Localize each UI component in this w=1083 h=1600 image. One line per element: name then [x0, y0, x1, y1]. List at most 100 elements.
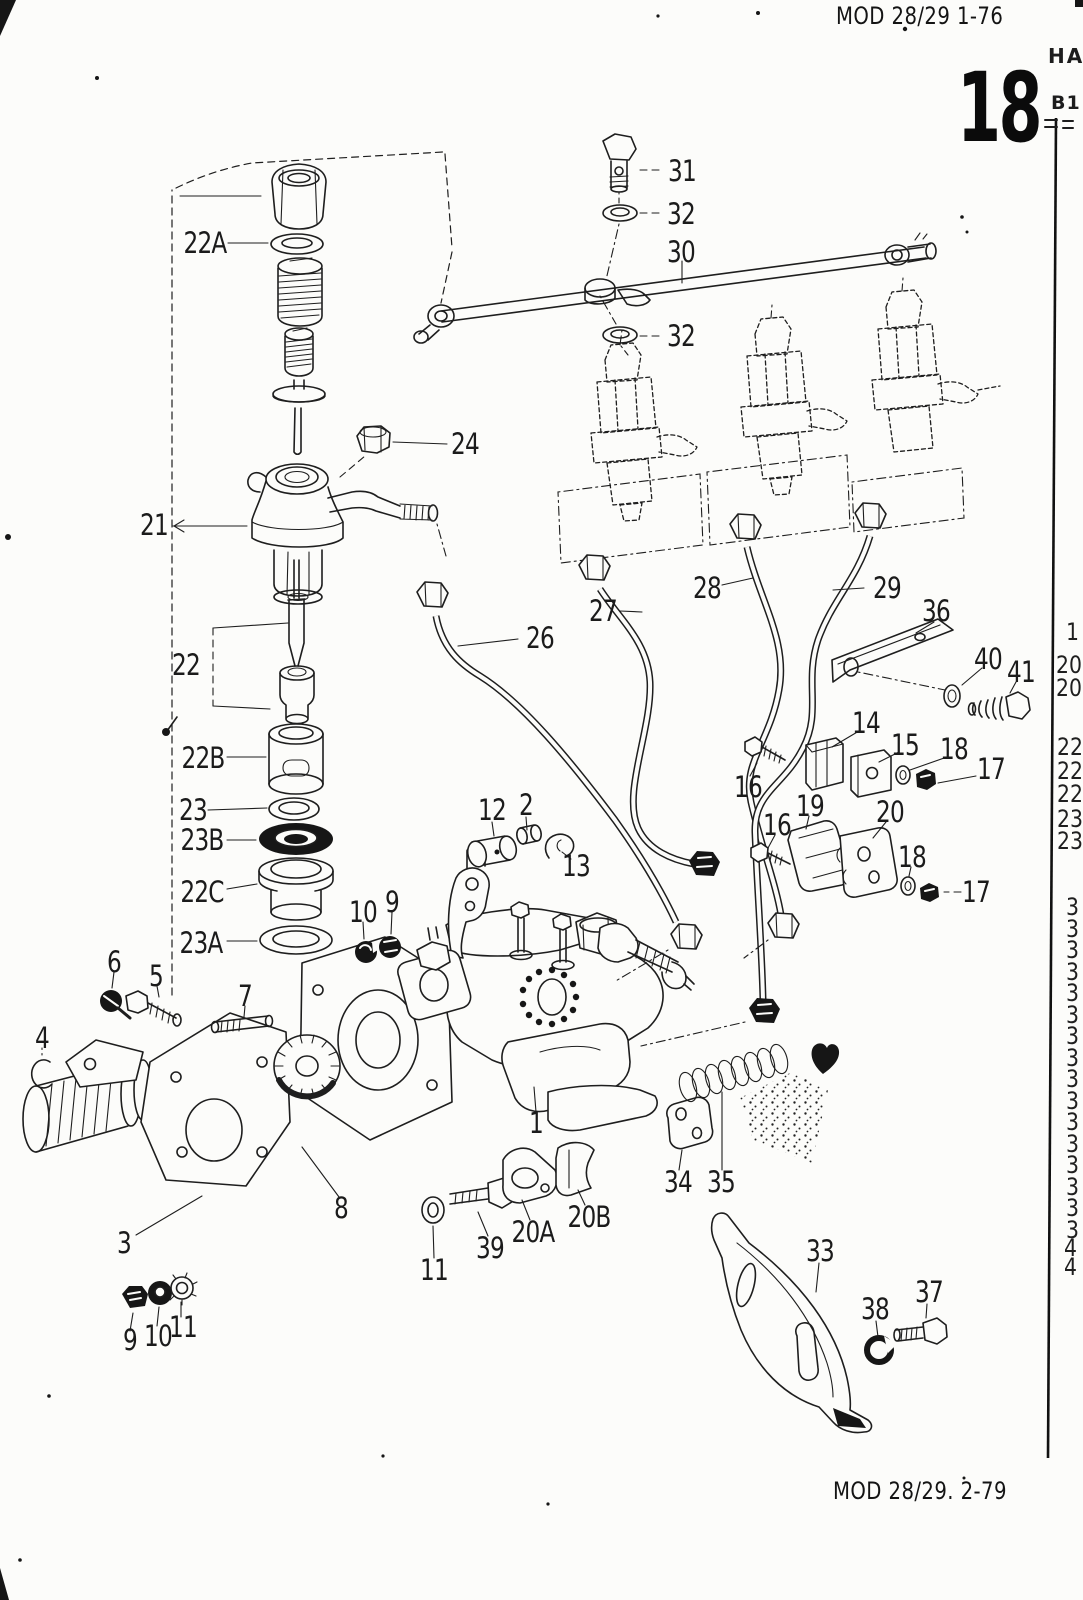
part-label-23A: 23A: [179, 926, 224, 960]
part-label-16: 16: [734, 770, 763, 804]
part-label-26: 26: [526, 621, 555, 655]
edge-digit: 3: [1066, 1001, 1079, 1029]
edge-digit: 22: [1057, 757, 1083, 785]
part-label-41: 41: [1007, 655, 1036, 689]
edge-digit: 3: [1066, 915, 1079, 943]
bracket-33-group: [710, 1212, 948, 1434]
edge-digit: 3: [1066, 1065, 1079, 1093]
part-label-34: 34: [664, 1165, 693, 1199]
part-label-36: 36: [922, 594, 951, 628]
part-label-5: 5: [149, 959, 164, 993]
footer-model-code: MOD 28/29. 2-79: [833, 1477, 1007, 1505]
injection-pipes: [416, 502, 887, 1047]
edge-digit: 1: [1066, 618, 1079, 646]
edge-digit: 20: [1056, 674, 1082, 702]
margin-note-ha: HA: [1048, 44, 1083, 68]
part-label-11: 11: [420, 1253, 449, 1287]
part-label-9: 9: [123, 1323, 138, 1357]
edge-digit: 23: [1057, 827, 1083, 855]
edge-digit: 3: [1066, 1151, 1079, 1179]
edge-digit: 3: [1066, 1087, 1079, 1115]
part-label-27: 27: [589, 594, 618, 628]
bracket-36-group: [831, 618, 1031, 721]
lower-hardware: [421, 1141, 595, 1259]
part-label-33: 33: [806, 1234, 835, 1268]
part-label-29: 29: [873, 571, 902, 605]
part-label-32: 32: [667, 319, 696, 353]
edge-digit: 4: [1064, 1253, 1077, 1281]
edge-digit: 3: [1066, 1130, 1079, 1158]
part-label-17: 17: [962, 875, 991, 909]
part-label-15: 15: [891, 728, 920, 762]
edge-digit: 3: [1066, 1044, 1079, 1072]
scan-artifact: [0, 0, 16, 36]
edge-digit: 3: [1066, 1194, 1079, 1222]
part-label-2: 2: [519, 788, 534, 822]
edge-digit: 3: [1066, 893, 1079, 921]
part-label-7: 7: [238, 979, 253, 1013]
part-label-20A: 20A: [511, 1215, 556, 1249]
part-label-12: 12: [478, 793, 507, 827]
part-label-24: 24: [451, 427, 480, 461]
edge-digit: 3: [1066, 936, 1079, 964]
spring-group: [666, 1043, 840, 1171]
part-label-31: 31: [668, 154, 697, 188]
part-label-28: 28: [693, 571, 722, 605]
part-label-8: 8: [334, 1191, 349, 1225]
part-label-10: 10: [349, 895, 378, 929]
part-label-20: 20: [876, 795, 905, 829]
part-label-22B: 22B: [181, 741, 225, 775]
part-label-23B: 23B: [180, 823, 224, 857]
part-label-17: 17: [977, 752, 1006, 786]
injector-stack: [162, 163, 448, 955]
page-edge-rule: [1046, 117, 1058, 1459]
part-label-39: 39: [476, 1231, 505, 1265]
edge-digit: 20: [1056, 651, 1082, 679]
edge-digit: 3: [1066, 1108, 1079, 1136]
part-label-30: 30: [667, 235, 696, 269]
header-model-code: MOD 28/29 1-76: [836, 2, 1004, 30]
injection-pump: [22, 816, 695, 1236]
page-section-number: 18: [957, 52, 1043, 164]
part-label-1: 1: [529, 1106, 544, 1140]
part-label-22C: 22C: [180, 875, 224, 909]
part-label-19: 19: [796, 789, 825, 823]
pipe-clamps: [744, 730, 977, 902]
scan-specks: [5, 11, 969, 1562]
part-label-14: 14: [852, 706, 881, 740]
fastener-trio: [122, 1272, 198, 1332]
edge-digit: 22: [1057, 780, 1083, 808]
part-label-11: 11: [169, 1310, 198, 1344]
margin-note-b1: B1: [1051, 92, 1081, 114]
part-label-22A: 22A: [183, 226, 228, 260]
part-label-35: 35: [707, 1165, 736, 1199]
part-label-4: 4: [35, 1021, 50, 1055]
part-label-37: 37: [915, 1275, 944, 1309]
edge-digit: 4: [1064, 1234, 1077, 1262]
ghost-injectors: [557, 277, 1001, 564]
part-label-9: 9: [385, 885, 400, 919]
leak-off-rail-group: [413, 133, 937, 356]
part-label-10: 10: [144, 1319, 173, 1353]
part-label-22: 22: [172, 648, 201, 682]
part-label-6: 6: [107, 945, 122, 979]
part-label-18: 18: [898, 840, 927, 874]
part-label-23: 23: [179, 793, 208, 827]
part-label-32: 32: [667, 197, 696, 231]
edge-digit: 3: [1066, 958, 1079, 986]
edge-digit: 3: [1066, 1173, 1079, 1201]
edge-digit: 23: [1057, 805, 1083, 833]
part-label-13: 13: [562, 849, 591, 883]
part-label-40: 40: [974, 642, 1003, 676]
part-label-18: 18: [940, 732, 969, 766]
edge-digit: 3: [1066, 979, 1079, 1007]
part-label-38: 38: [861, 1292, 890, 1326]
part-label-21: 21: [140, 508, 169, 542]
edge-digit: 3: [1066, 1216, 1079, 1244]
edge-digit: 3: [1066, 1022, 1079, 1050]
part-label-20B: 20B: [567, 1200, 611, 1234]
edge-digit: 22: [1057, 733, 1083, 761]
part-label-16: 16: [763, 808, 792, 842]
